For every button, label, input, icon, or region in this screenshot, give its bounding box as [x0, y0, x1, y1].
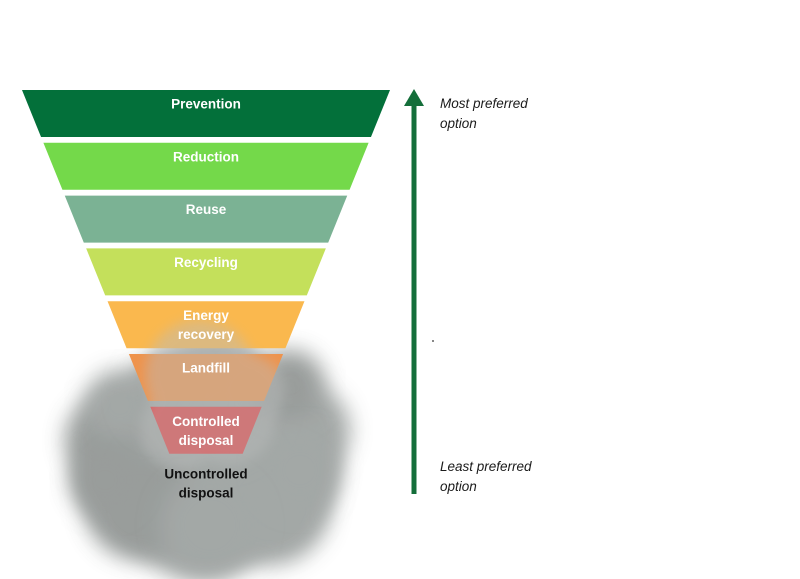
stray-dot [432, 340, 434, 342]
funnel-band-label: Prevention [171, 97, 241, 112]
most-preferred-label: Most preferred option [440, 96, 528, 131]
funnel-band-label: Landfill [182, 361, 230, 376]
funnel-band [43, 142, 369, 190]
arrow-head [404, 89, 424, 106]
preference-arrow [404, 89, 424, 494]
smoke-wisp [215, 355, 285, 425]
funnel-band-label: Recycling [174, 255, 238, 270]
funnel-band-label: Reuse [186, 202, 227, 217]
smoke-puff [70, 445, 140, 515]
funnel-band [22, 90, 390, 137]
funnel-band [86, 248, 326, 296]
smoke-overlay [140, 320, 285, 470]
smoke-puff [260, 430, 340, 510]
least-preferred-label: Least preferred option [440, 459, 532, 494]
funnel-band-label: Reduction [173, 149, 239, 164]
smoke-wisp [140, 390, 220, 470]
funnel-band [64, 195, 348, 243]
smoke-puff [160, 475, 260, 575]
